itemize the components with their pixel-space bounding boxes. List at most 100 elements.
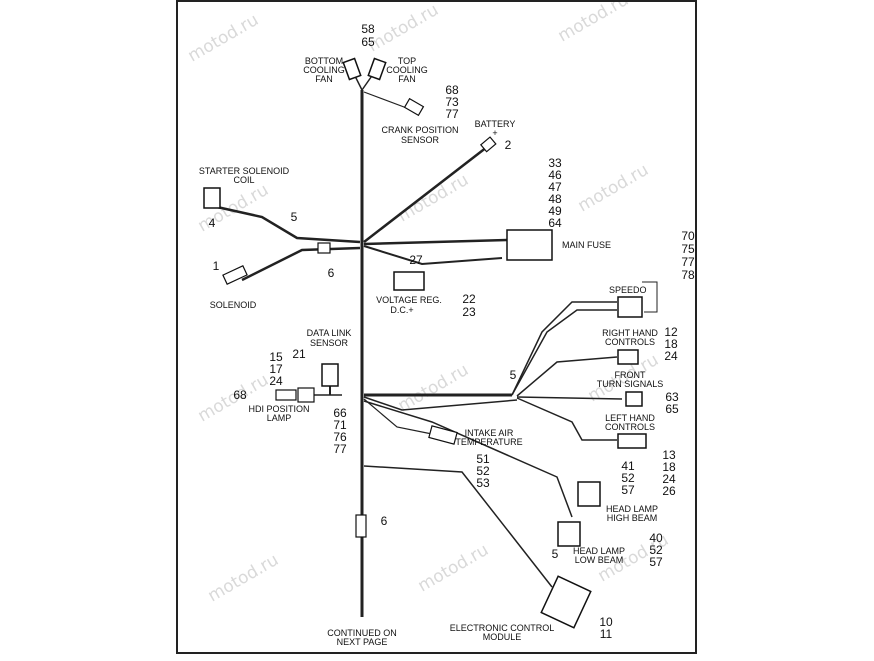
ref-data-link-1: 15 (269, 350, 283, 364)
left-hand-label-1: LEFT HAND (605, 413, 655, 423)
right-hand-controls-connector (617, 349, 639, 365)
ref-fans-1: 58 (361, 22, 375, 36)
high-beam-label-2: HIGH BEAM (607, 513, 658, 523)
ref-right-hand-1: 12 (664, 325, 678, 339)
ref-low-beam-1: 40 (649, 531, 663, 545)
ref-intake-air-3: 53 (476, 476, 490, 490)
ref-voltage-reg-2: 23 (462, 305, 476, 319)
top-fan-connector (367, 57, 387, 81)
intake-air-label-1: INTAKE AIR (465, 428, 514, 438)
watermark-text: motod.ru (575, 160, 653, 216)
ref-main-fuse-1: 33 (548, 156, 562, 170)
ref-high-beam-2: 52 (621, 471, 635, 485)
top-fan-label-3: FAN (398, 74, 416, 84)
ref-main-fuse-4: 48 (548, 192, 562, 206)
bottom-fan-label-1: BOTTOM (305, 56, 343, 66)
ref-junction-top: 5 (291, 210, 298, 224)
ref-trunk-lower: 6 (381, 514, 388, 528)
ref-turn-signals-1: 63 (665, 390, 679, 404)
voltage-reg-label-2: D.C.+ (390, 305, 413, 315)
ref-data-link-3: 24 (269, 374, 283, 388)
continued-label-1: CONTINUED ON (327, 628, 397, 638)
ref-hdi-below-1: 66 (333, 406, 347, 420)
ref-low-beam-3: 57 (649, 555, 663, 569)
labels: BOTTOM COOLING FAN TOP COOLING FAN CRANK… (199, 56, 663, 647)
ref-intake-air-2: 52 (476, 464, 490, 478)
reference-numbers: 58 65 68 73 77 2 33 46 47 48 49 64 4 5 1… (209, 22, 695, 641)
ref-hdi-below-4: 77 (333, 442, 347, 456)
ecm-label-2: MODULE (483, 632, 522, 642)
starter-coil-label-1: STARTER SOLENOID (199, 166, 290, 176)
bottom-fan-label-3: FAN (315, 74, 333, 84)
crank-sensor-connector (403, 97, 425, 117)
ref-solenoid-branch: 6 (328, 266, 335, 280)
ref-speedo-4: 78 (681, 268, 695, 282)
watermark-text: motod.ru (395, 170, 473, 226)
ref-left-hand-1: 13 (662, 448, 676, 462)
high-beam-label-1: HEAD LAMP (606, 504, 658, 514)
ref-high-beam-1: 41 (621, 459, 635, 473)
watermark-text: motod.ru (205, 550, 283, 606)
left-hand-controls-connector (617, 433, 647, 449)
ref-crank-3: 77 (445, 107, 459, 121)
ref-left-hand-4: 26 (662, 484, 676, 498)
components (203, 57, 647, 629)
hdi-lamp-bulb (275, 389, 297, 401)
crank-label-1: CRANK POSITION (381, 125, 458, 135)
ref-low-beam-2: 52 (649, 543, 663, 557)
ref-hdi-below-2: 71 (333, 418, 347, 432)
ref-main-fuse-6: 64 (548, 216, 562, 230)
crank-label-2: SENSOR (401, 135, 440, 145)
trunk-inline-connector (355, 514, 367, 538)
low-beam-label-2: LOW BEAM (575, 555, 624, 565)
ecm-block (540, 575, 592, 629)
ref-starter-coil: 4 (209, 216, 216, 230)
wiring-diagram: motod.ru motod.ru motod.ru motod.ru moto… (185, 0, 695, 647)
low-beam-connector (557, 521, 581, 547)
data-link-connector (321, 363, 339, 387)
ref-ecm-top: 5 (552, 547, 559, 561)
continued-label-2: NEXT PAGE (337, 637, 388, 647)
solenoid-branch-connector (317, 242, 331, 254)
ref-turn-signals-2: 65 (665, 402, 679, 416)
ref-speedo-1: 70 (681, 229, 695, 243)
ref-battery: 2 (505, 138, 512, 152)
battery-terminal (479, 136, 497, 153)
ref-front-bundle: 5 (510, 368, 517, 382)
ref-fans-2: 65 (361, 35, 375, 49)
ref-crank-2: 73 (445, 95, 459, 109)
ref-ecm-1: 10 (599, 615, 613, 629)
ref-data-link-2: 17 (269, 362, 283, 376)
voltage-reg-connector (393, 271, 425, 291)
ref-right-hand-2: 18 (664, 337, 678, 351)
starter-coil-label-2: COIL (233, 175, 254, 185)
speedo-connector (617, 296, 643, 318)
harness-wires (216, 69, 658, 617)
low-beam-label-1: HEAD LAMP (573, 546, 625, 556)
ref-hdi-lamp: 68 (233, 388, 247, 402)
ref-speedo-3: 77 (681, 255, 695, 269)
ref-main-fuse-5: 49 (548, 204, 562, 218)
voltage-reg-label-1: VOLTAGE REG. (376, 295, 442, 305)
ref-crank-1: 68 (445, 83, 459, 97)
intake-air-label-2: TEMPERATURE (455, 437, 522, 447)
ref-voltage-reg-top: 27 (409, 253, 423, 267)
ref-voltage-reg-1: 22 (462, 292, 476, 306)
intake-air-sensor (428, 425, 458, 445)
turn-signals-label-2: TURN SIGNALS (597, 379, 664, 389)
front-turn-signals-connector (625, 391, 643, 407)
ref-hdi-below-3: 76 (333, 430, 347, 444)
main-fuse-label: MAIN FUSE (562, 240, 611, 250)
ref-main-fuse-2: 46 (548, 168, 562, 182)
watermark-text: motod.ru (555, 2, 633, 46)
starter-coil-connector (203, 187, 221, 209)
hdi-lamp-socket (297, 387, 315, 403)
hdi-label-1: HDI POSITION (248, 404, 309, 414)
data-link-label-2: SENSOR (310, 338, 349, 348)
solenoid-label: SOLENOID (210, 300, 257, 310)
main-fuse-block (506, 229, 553, 261)
right-hand-label-1: RIGHT HAND (602, 328, 658, 338)
speedo-label: SPEEDO (609, 285, 647, 295)
ref-left-hand-2: 18 (662, 460, 676, 474)
ecm-label-1: ELECTRONIC CONTROL (450, 623, 555, 633)
